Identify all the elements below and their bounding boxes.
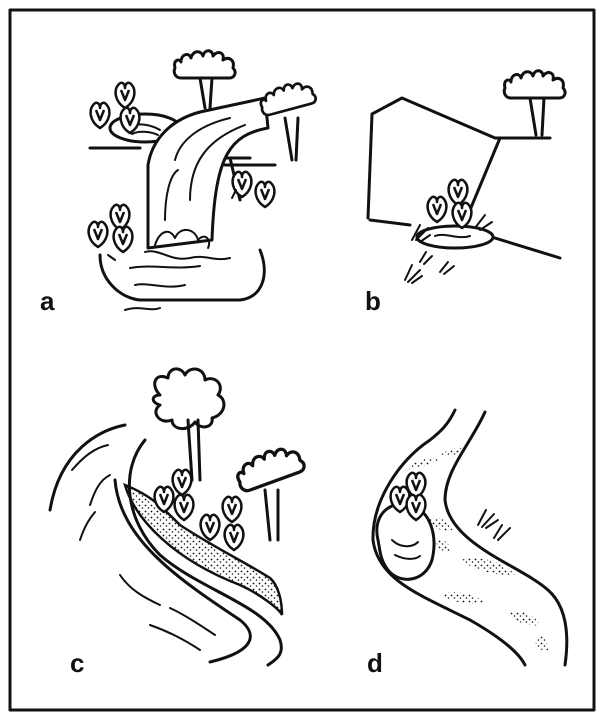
panel-label-a: a xyxy=(40,286,55,316)
panel-b: b xyxy=(365,71,565,316)
tree-icon xyxy=(174,51,235,108)
tree-icon xyxy=(153,369,224,480)
arrowhead-plant-icon xyxy=(89,205,133,260)
grass-tuft-icon xyxy=(478,510,510,540)
tree-icon xyxy=(504,71,565,135)
panel-d: d xyxy=(367,410,567,678)
panel-label-b: b xyxy=(365,286,381,316)
panel-a: a xyxy=(40,51,317,316)
tree-icon xyxy=(233,442,306,540)
arrowhead-plant-icon xyxy=(428,180,472,228)
panel-label-d: d xyxy=(367,648,383,678)
panel-label-c: c xyxy=(70,648,84,678)
panel-c: c xyxy=(50,369,306,678)
arrowhead-plant-icon xyxy=(232,172,274,207)
